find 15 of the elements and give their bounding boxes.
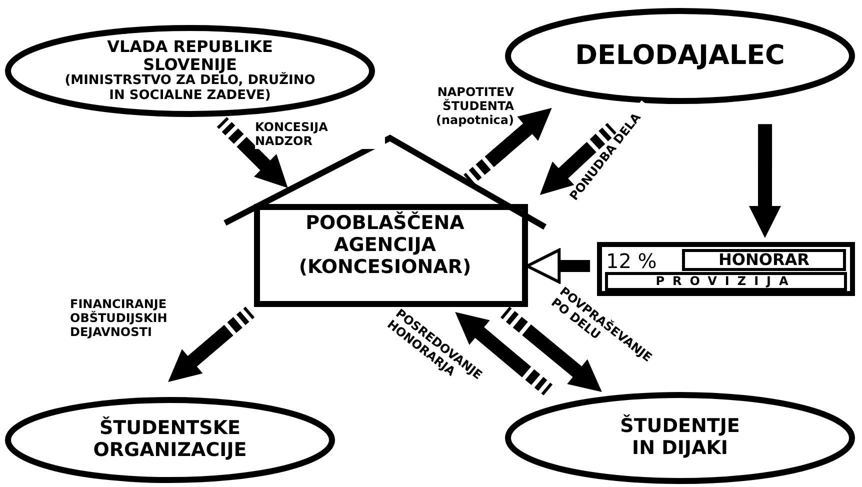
node-label: DELODAJALEC [575,40,785,72]
node-label: VLADA REPUBLIKE SLOVENIJE [107,38,273,74]
edge-label: KONCESIJA NADZOR [255,121,385,149]
ellipse-node [5,25,375,117]
ellipse-node [5,397,335,483]
node-label: ŠTUDENTJE IN DIJAKI [620,416,740,460]
house-node [222,135,548,307]
node-label: ŠTUDENTSKE ORGANIZACIJE [92,418,248,462]
node-label: 12 % [606,250,657,273]
node-label: HONORAR [718,250,810,270]
ellipse-node [505,392,855,484]
block-arrow [748,124,781,238]
label-box [682,249,846,271]
node-label: POOBLAŠČENA AGENCIJA (KONCESIONAR) [298,213,472,279]
node-label: (MINISTRSTVO ZA DELO, DRUŽINO IN SOCIALNE ZADEVE) [64,74,316,104]
